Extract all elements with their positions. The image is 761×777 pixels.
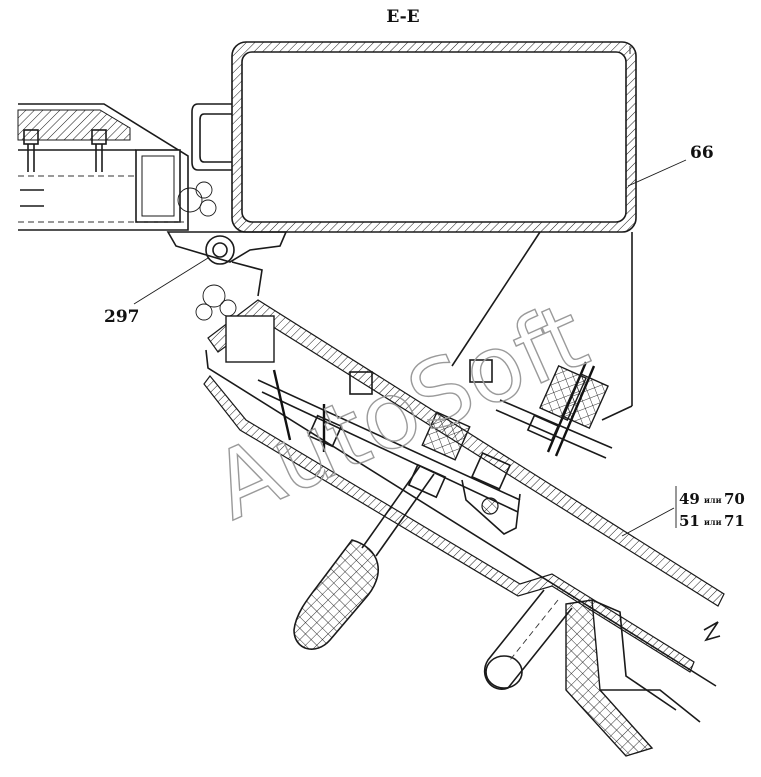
leader-lines	[133, 159, 687, 537]
lower-seal-block	[565, 599, 701, 757]
ref-71: 71	[724, 512, 745, 530]
ref-51: 51	[679, 512, 700, 530]
ref-70: 70	[724, 490, 745, 508]
hinge-297	[166, 231, 288, 297]
section-title: E-E	[386, 7, 419, 27]
callout-ref-group: 49 или 70 51 или 71	[679, 490, 745, 530]
grip-handle-lower	[483, 589, 573, 690]
upper-box-profile	[231, 41, 637, 233]
box-handle	[191, 103, 232, 171]
inclined-profile	[203, 299, 725, 687]
left-frame-assembly	[17, 103, 217, 231]
callout-297: 297	[104, 307, 140, 327]
grip-handle-upper	[293, 465, 435, 650]
box-support	[451, 231, 633, 421]
tension-bolt-assembly	[495, 361, 613, 459]
ref-or-2: или	[704, 517, 722, 527]
clamp-cluster	[195, 284, 237, 321]
ref-or-1: или	[704, 495, 722, 505]
callout-66: 66	[690, 143, 714, 163]
ref-49: 49	[679, 490, 700, 508]
